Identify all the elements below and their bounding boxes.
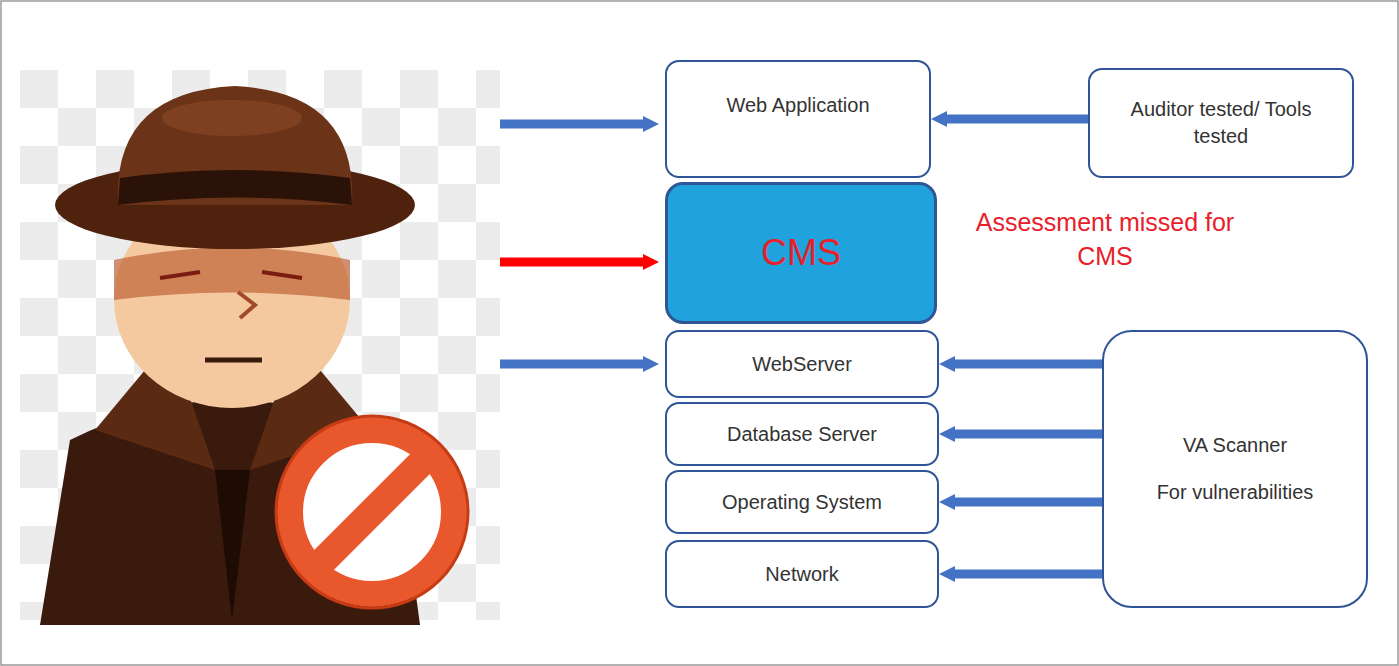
process-box: Web Application xyxy=(665,60,931,178)
node-text: For vulnerabilities xyxy=(1157,479,1314,506)
node-text: Auditor tested/ Tools tested xyxy=(1102,96,1340,150)
node-text: Operating System xyxy=(722,489,882,516)
block-arrow xyxy=(955,430,1102,439)
node-text: VA Scanner xyxy=(1183,432,1287,459)
node-text: WebServer xyxy=(752,351,852,378)
process-box: Auditor tested/ Tools tested xyxy=(1088,68,1354,178)
layer-box: Database Server xyxy=(665,402,939,466)
block-arrow xyxy=(955,360,1102,369)
layer-box: Operating System xyxy=(665,470,939,534)
scanner-box: VA ScannerFor vulnerabilities xyxy=(1102,330,1368,608)
node-text: CMS xyxy=(761,229,841,278)
node-text: Database Server xyxy=(727,421,877,448)
node-text: Web Application xyxy=(726,92,869,119)
highlight-box: CMS xyxy=(665,182,937,324)
note-label: Assessment missed for CMS xyxy=(955,206,1255,274)
block-arrow xyxy=(955,498,1102,507)
node-text: Network xyxy=(765,561,838,588)
attack-arrows xyxy=(500,124,643,364)
prohibition-sign xyxy=(276,416,468,608)
block-arrow xyxy=(947,115,1088,124)
block-arrow xyxy=(955,570,1102,579)
layer-box: WebServer xyxy=(665,330,939,398)
layer-box: Network xyxy=(665,540,939,608)
